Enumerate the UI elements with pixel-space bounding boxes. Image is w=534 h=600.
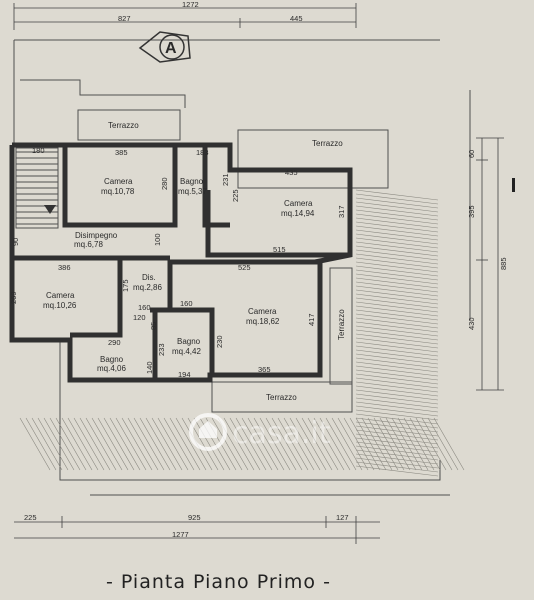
terrace-top-right: Terrazzo — [237, 129, 389, 189]
svg-text:Terrazzo: Terrazzo — [337, 309, 346, 340]
svg-text:85: 85 — [149, 322, 158, 330]
walls — [9, 142, 353, 383]
svg-text:Camera: Camera — [46, 291, 75, 300]
svg-text:365: 365 — [258, 365, 271, 374]
svg-text:Bagno: Bagno — [100, 355, 124, 364]
room-disimpegno-small: Dis. mq.2,86 — [133, 273, 162, 292]
terrace-bottom: Terrazzo — [211, 381, 353, 413]
svg-text:Bagno: Bagno — [177, 337, 201, 346]
room-camera-2: Camera mq.14,94 — [281, 199, 315, 218]
top-dimension: 1272 827 445 — [13, 0, 357, 30]
room-bagno-1: Bagno mq.5,37 — [178, 177, 207, 196]
svg-text:120: 120 — [133, 313, 146, 322]
dim-top-total: 1272 — [182, 0, 199, 9]
edge-mark — [512, 178, 515, 192]
svg-text:175: 175 — [121, 279, 130, 292]
dim-top-left: 827 — [118, 14, 131, 23]
dim-right-a: 60 — [467, 150, 476, 158]
svg-text:225: 225 — [231, 189, 240, 202]
room-disimpegno: Disimpegno mq.6,78 — [74, 231, 118, 249]
svg-text:mq.14,94: mq.14,94 — [281, 209, 315, 218]
svg-text:Disimpegno: Disimpegno — [75, 231, 118, 240]
terrace-top-left: Terrazzo — [77, 109, 181, 141]
svg-text:525: 525 — [238, 263, 251, 272]
svg-text:mq.10,78: mq.10,78 — [101, 187, 135, 196]
svg-text:290: 290 — [108, 338, 121, 347]
svg-text:417: 417 — [307, 313, 316, 326]
room-camera-3: Camera mq.10,26 — [43, 291, 77, 310]
svg-text:435: 435 — [285, 168, 298, 177]
watermark-home-icon — [189, 413, 227, 451]
svg-text:180: 180 — [32, 146, 45, 155]
right-dimension: 60 395 430 885 — [467, 137, 515, 391]
svg-text:231: 231 — [221, 173, 230, 186]
dim-top-right: 445 — [290, 14, 303, 23]
section-marker-label: A — [165, 40, 177, 57]
svg-text:317: 317 — [337, 205, 346, 218]
svg-text:Terrazzo: Terrazzo — [266, 393, 297, 402]
bottom-dimension: 225 925 127 1277 — [14, 513, 380, 544]
svg-text:Dis.: Dis. — [142, 273, 156, 282]
svg-text:Terrazzo: Terrazzo — [108, 121, 139, 130]
dim-right-total: 885 — [499, 257, 508, 270]
roof-hatch-right — [355, 189, 439, 477]
room-camera-1: Camera mq.10,78 — [101, 177, 135, 196]
room-bagno-2: Bagno mq.4,42 — [172, 337, 201, 356]
svg-text:Bagno: Bagno — [180, 177, 204, 186]
watermark: casa.it — [189, 413, 331, 451]
watermark-text: casa.it — [232, 416, 331, 451]
stairs — [15, 147, 59, 229]
terrace-right: Terrazzo — [329, 267, 353, 385]
svg-text:mq.4,42: mq.4,42 — [172, 347, 201, 356]
plan-title: - Pianta Piano Primo - — [106, 571, 331, 593]
svg-text:230: 230 — [215, 335, 224, 348]
dim-bottom-a: 225 — [24, 513, 37, 522]
svg-text:385: 385 — [115, 148, 128, 157]
svg-text:269: 269 — [9, 291, 18, 304]
svg-text:Camera: Camera — [248, 307, 277, 316]
svg-text:280: 280 — [160, 177, 169, 190]
svg-text:Terrazzo: Terrazzo — [312, 139, 343, 148]
dim-bottom-b: 925 — [188, 513, 201, 522]
svg-text:mq.18,62: mq.18,62 — [246, 317, 280, 326]
svg-text:140: 140 — [145, 361, 154, 374]
dim-bottom-c: 127 — [336, 513, 349, 522]
svg-text:mq.4,06: mq.4,06 — [97, 364, 126, 373]
svg-text:Camera: Camera — [284, 199, 313, 208]
svg-text:515: 515 — [273, 245, 286, 254]
svg-text:90: 90 — [11, 238, 20, 246]
roof-hatch-bottom — [19, 417, 465, 471]
svg-text:mq.2,86: mq.2,86 — [133, 283, 162, 292]
svg-text:386: 386 — [58, 263, 71, 272]
dim-bottom-total: 1277 — [172, 530, 189, 539]
svg-text:mq.6,78: mq.6,78 — [74, 240, 103, 249]
room-camera-4: Camera mq.18,62 — [246, 307, 280, 326]
stairs-arrow-icon — [44, 205, 56, 214]
section-marker: A — [138, 31, 191, 63]
svg-text:Camera: Camera — [104, 177, 133, 186]
dim-right-b: 395 — [467, 205, 476, 218]
svg-text:183: 183 — [196, 148, 209, 157]
svg-text:mq.5,37: mq.5,37 — [178, 187, 207, 196]
svg-text:160: 160 — [138, 303, 151, 312]
svg-text:mq.10,26: mq.10,26 — [43, 301, 77, 310]
inner-dimensions: 180 385 183 435 280 231 225 317 90 100 5… — [9, 146, 346, 379]
svg-text:160: 160 — [180, 299, 193, 308]
svg-text:194: 194 — [178, 370, 191, 379]
svg-text:100: 100 — [153, 233, 162, 246]
svg-text:233: 233 — [157, 343, 166, 356]
room-bagno-3: Bagno mq.4,06 — [97, 355, 126, 373]
dim-right-c: 430 — [467, 317, 476, 330]
